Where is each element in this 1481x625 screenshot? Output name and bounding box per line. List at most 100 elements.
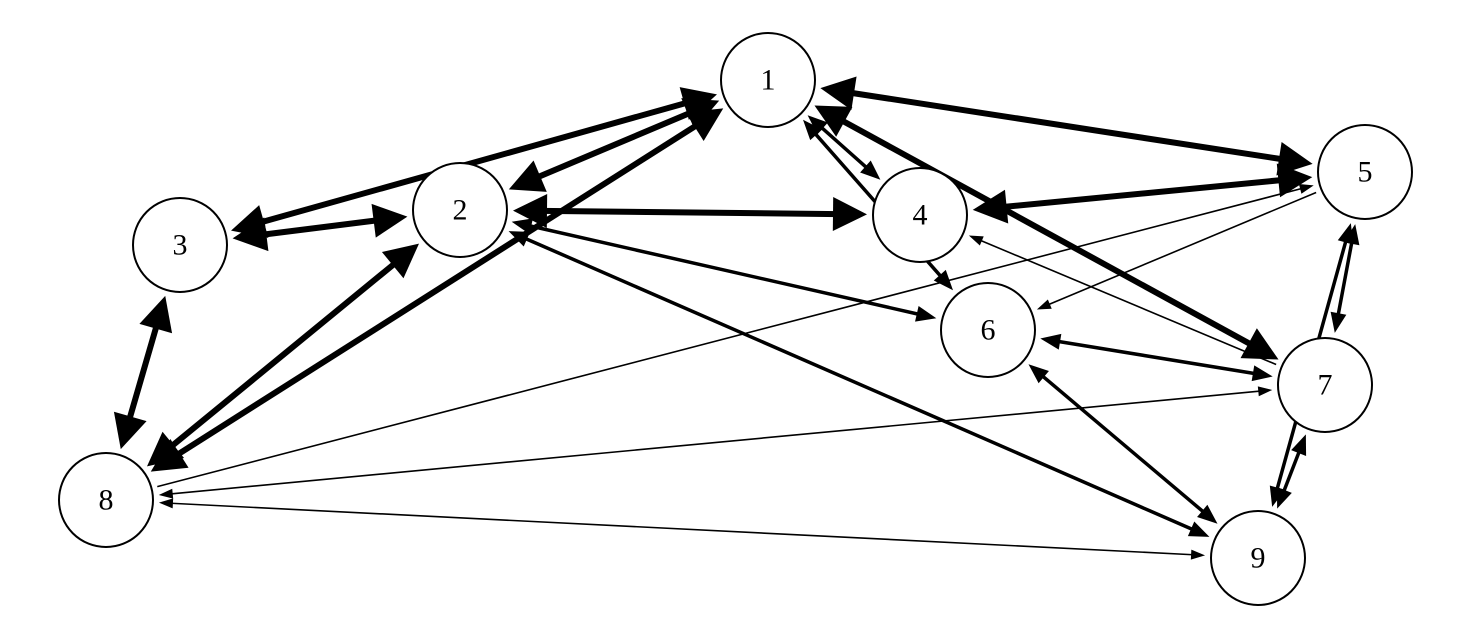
- arrowhead-4: [972, 189, 1009, 224]
- node-circle: [412, 162, 508, 258]
- node-label: 6: [981, 314, 996, 347]
- node-label: 1: [761, 64, 776, 97]
- edge-line: [170, 502, 1194, 556]
- node-circle: [1317, 124, 1413, 220]
- arrowhead-5: [1276, 163, 1313, 198]
- edge-7-9: [1276, 434, 1307, 509]
- arrowhead-4: [968, 235, 984, 246]
- node-circle: [940, 282, 1036, 378]
- arrowhead-2: [511, 218, 533, 234]
- arrowhead-8: [158, 488, 174, 499]
- nodes-layer: 1 2 3 4 5 6 7 8 9: [58, 32, 1413, 606]
- node-6: 6: [940, 282, 1036, 378]
- arrowhead-5: [1337, 223, 1354, 245]
- arrowhead-2: [512, 193, 548, 228]
- arrowhead-2: [371, 203, 408, 238]
- arrowhead-2: [381, 243, 420, 279]
- arrowhead-2: [508, 231, 531, 247]
- edge-8-7: [158, 386, 1273, 499]
- node-circle: [872, 167, 968, 263]
- arrowhead-3: [139, 295, 173, 334]
- arrowhead-7: [1257, 386, 1273, 397]
- edge-2-4: [512, 193, 868, 232]
- node-2: 2: [412, 162, 508, 258]
- edge-line: [819, 125, 869, 170]
- arrowhead-6: [933, 269, 953, 291]
- arrowhead-8: [158, 498, 174, 509]
- arrowhead-6: [1040, 333, 1062, 350]
- arrowhead-4: [860, 160, 881, 180]
- edge-line: [1056, 339, 1257, 376]
- node-label: 2: [453, 194, 468, 227]
- edge-line: [541, 207, 839, 218]
- edge-line: [979, 239, 1277, 366]
- edge-6-9: [1028, 364, 1218, 524]
- node-circle: [720, 32, 816, 128]
- node-label: 4: [913, 199, 928, 232]
- edge-line: [170, 390, 1261, 495]
- node-label: 7: [1318, 369, 1333, 402]
- edge-line: [1047, 191, 1317, 306]
- edge-7-4: [968, 235, 1277, 366]
- edge-line: [1001, 176, 1284, 211]
- node-5: 5: [1317, 124, 1413, 220]
- arrowhead-7: [1251, 365, 1273, 382]
- edge-7-6: [1040, 333, 1273, 382]
- edge-line: [1281, 449, 1302, 494]
- arrowhead-1: [807, 115, 828, 135]
- edge-line: [125, 322, 161, 423]
- arrowhead-9: [1197, 504, 1218, 524]
- arrowhead-8: [113, 411, 147, 450]
- arrowhead-1: [803, 119, 823, 141]
- arrowhead-6: [1036, 299, 1052, 310]
- edge-line: [1040, 373, 1206, 515]
- arrowhead-2: [508, 160, 547, 192]
- edge-3-2: [232, 203, 408, 252]
- edge-3-8: [113, 295, 173, 450]
- edges-layer: [113, 76, 1360, 560]
- edge-1-7: [814, 105, 1279, 360]
- arrowhead-1: [820, 76, 857, 111]
- edge-8-1: [150, 108, 724, 472]
- edge-line: [527, 223, 921, 317]
- node-circle: [1210, 510, 1306, 606]
- node-7: 7: [1277, 337, 1373, 433]
- edge-5-6: [1036, 191, 1317, 310]
- node-3: 3: [132, 197, 228, 293]
- edge-line: [258, 99, 690, 226]
- node-circle: [132, 197, 228, 293]
- edge-line: [1336, 240, 1354, 317]
- edge-line: [848, 89, 1285, 163]
- node-4: 4: [872, 167, 968, 263]
- node-1: 1: [720, 32, 816, 128]
- edge-1-4: [807, 115, 881, 180]
- arrowhead-7: [1291, 434, 1307, 456]
- arrowhead-9: [1190, 549, 1206, 560]
- arrowhead-5: [1298, 184, 1314, 194]
- node-label: 5: [1358, 156, 1373, 189]
- edge-4-5: [972, 163, 1313, 224]
- node-label: 9: [1251, 542, 1266, 575]
- edge-1-5: [820, 76, 1313, 176]
- arrowhead-9: [1187, 521, 1210, 537]
- edge-line: [838, 116, 1255, 349]
- edge-2-9: [508, 231, 1210, 537]
- edge-line: [157, 187, 1303, 488]
- edge-line: [167, 259, 399, 451]
- edge-line: [173, 121, 701, 459]
- edge-8-5: [157, 184, 1314, 488]
- arrowhead-9: [1276, 487, 1292, 509]
- arrowhead-1: [814, 105, 853, 137]
- arrowhead-6: [915, 306, 937, 322]
- arrowhead-4: [832, 197, 868, 232]
- arrowhead-1: [685, 108, 724, 141]
- edge-8-2: [146, 243, 420, 467]
- node-label: 3: [173, 229, 188, 262]
- arrowhead-3: [232, 217, 269, 252]
- arrowhead-8: [146, 431, 185, 467]
- edge-8-9: [158, 498, 1206, 560]
- node-9: 9: [1210, 510, 1306, 606]
- node-8: 8: [58, 452, 154, 548]
- edge-line: [523, 236, 1195, 532]
